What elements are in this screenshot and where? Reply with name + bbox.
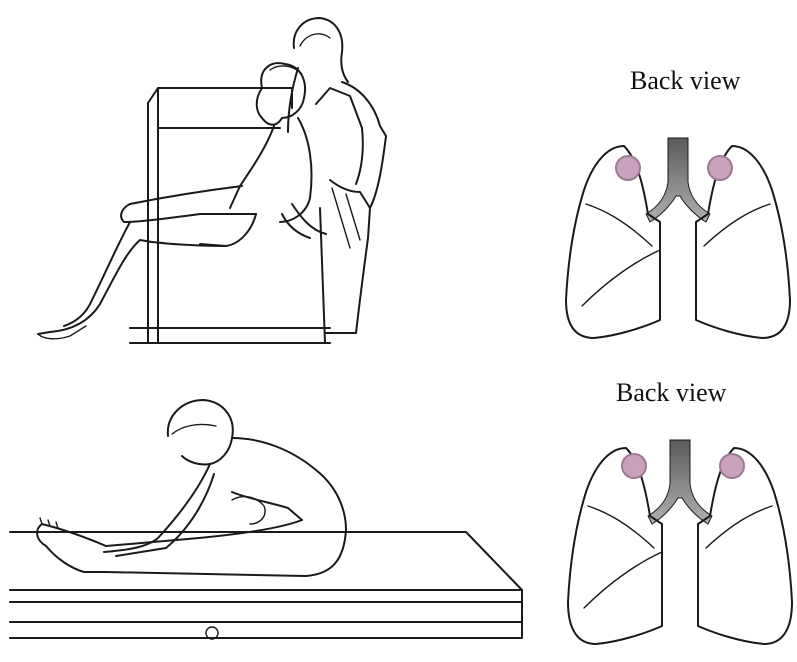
illustration-forward-bend-on-mat [6,390,530,658]
lesion-marker-left [622,454,646,478]
lesion-marker-left [616,156,640,180]
lung-diagram-top [560,130,796,348]
lung-diagram-bottom [562,432,796,654]
lung-diagram-caption-bottom: Back view [616,378,726,408]
lesion-marker-right [708,156,732,180]
lung-diagram-caption-top: Back view [630,66,740,96]
lesion-marker-right [720,454,744,478]
illustration-reclining-assisted [30,8,400,353]
